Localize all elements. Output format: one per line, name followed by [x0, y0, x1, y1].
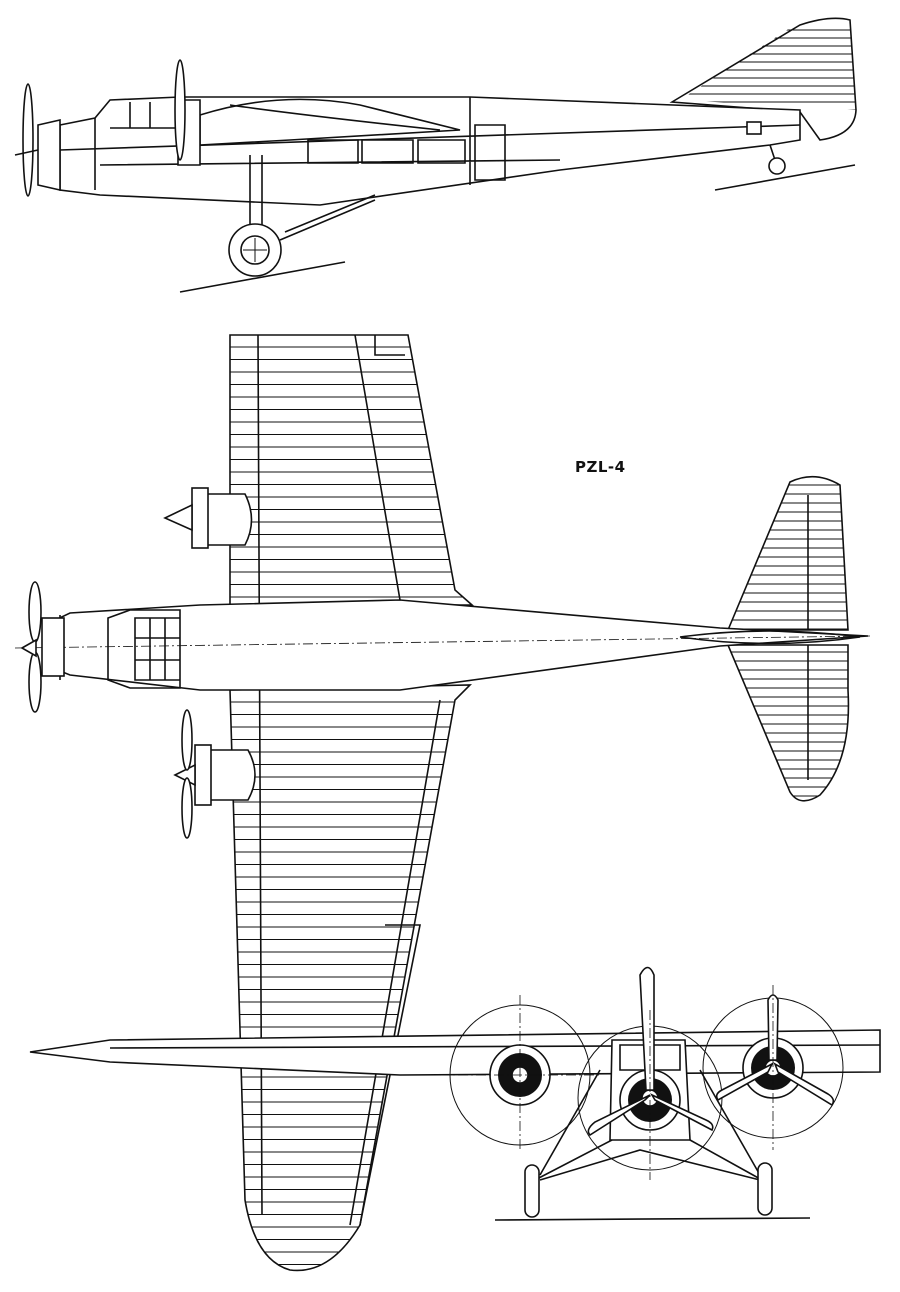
plan-tail-lower: [726, 644, 850, 802]
side-engine: [37, 118, 61, 192]
front-view: [29, 966, 881, 1221]
side-tailwheel: [768, 157, 786, 175]
plan-nose-engine: [41, 617, 65, 677]
side-propeller: [22, 83, 34, 197]
plan-wing-right: [229, 684, 472, 1272]
side-windows: [307, 124, 506, 181]
plan-tail-upper: [726, 475, 849, 631]
plan-nose-propeller-top: [28, 581, 42, 643]
front-wheel-left: [524, 1164, 540, 1218]
plan-fuselage: [44, 599, 869, 691]
front-propeller-center: [587, 966, 714, 1137]
plan-view: [14, 334, 871, 1272]
side-fuselage: [59, 96, 801, 206]
plan-cockpit: [107, 609, 181, 689]
plan-wing-left: [229, 334, 475, 606]
side-wing-nacelle: [199, 98, 461, 146]
side-view: [14, 17, 857, 293]
plan-engine-lower: [173, 709, 256, 839]
aircraft-designation-label: PZL-4: [575, 458, 626, 476]
front-landing-gear: [534, 1069, 763, 1181]
front-wheel-right: [757, 1162, 773, 1216]
side-landing-gear: [249, 155, 376, 241]
plan-engine-upper: [163, 487, 253, 549]
